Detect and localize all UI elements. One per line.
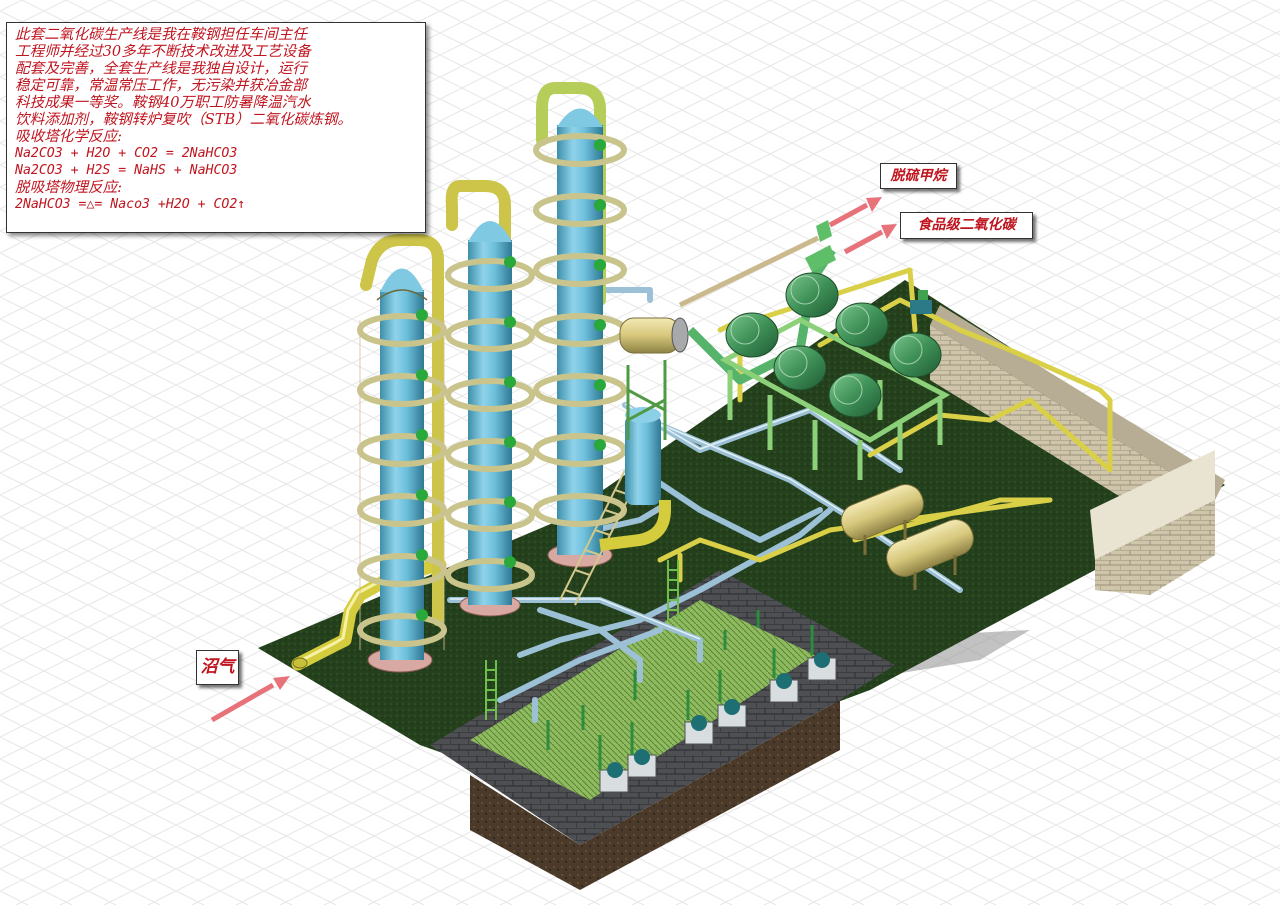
desorption-tower bbox=[533, 108, 627, 568]
absorption-tower-2 bbox=[445, 221, 535, 617]
tower-risers bbox=[360, 82, 606, 626]
methane-outlet-pipe bbox=[678, 235, 820, 308]
yellow-pipes bbox=[657, 267, 1113, 583]
description-line: 稳定可靠，常温常压工作，无污染并获冶金部 bbox=[15, 77, 307, 94]
pump-pit bbox=[430, 570, 895, 890]
ladders bbox=[485, 560, 679, 720]
reaction-equation: 2NaHCO3 =△= Naco3 +H2O + CO2↑ bbox=[15, 197, 246, 212]
flow-arrows bbox=[210, 197, 897, 723]
pumps bbox=[546, 610, 837, 793]
description-line: 工程师并经过30多年不断技术改进及工艺设备 bbox=[15, 43, 311, 60]
description-line: 饮料添加剂，鞍钢转炉复吹（STB）二氧化碳炼钢。 bbox=[15, 111, 352, 128]
biogas-label: 沼气 bbox=[196, 650, 239, 685]
storage-vessels bbox=[840, 484, 974, 590]
reaction-equation: Na2CO3 + H2O + CO2 = 2NaHCO3 bbox=[15, 146, 238, 161]
reboiler-vessel bbox=[599, 407, 671, 551]
biogas-arrow bbox=[210, 682, 275, 723]
inlet-flange bbox=[292, 657, 308, 669]
blue-pipes bbox=[447, 287, 963, 723]
methane-label: 脱硫甲烷 bbox=[880, 163, 957, 189]
co2-arrow bbox=[843, 229, 884, 255]
reaction-equation: Na2CO3 + H2S = NaHS + NaHCO3 bbox=[15, 163, 238, 178]
compressor-rack bbox=[719, 272, 951, 480]
description-line: 此套二氧化碳生产线是我在鞍钢担任车间主任 bbox=[15, 26, 307, 43]
desorption-heading: 脱吸塔物理反应: bbox=[15, 179, 123, 196]
description-line: 科技成果一等奖。鞍钢40万职工防暑降温汽水 bbox=[15, 94, 311, 111]
description-box: 此套二氧化碳生产线是我在鞍钢担任车间主任 工程师并经过30多年不断技术改进及工艺… bbox=[6, 22, 426, 233]
food-co2-label: 食品级二氧化碳 bbox=[900, 212, 1033, 239]
description-line: 配套及完善，全套生产线是我独自设计，运行 bbox=[15, 60, 307, 77]
heat-exchanger-stand bbox=[619, 317, 689, 440]
absorption-tower-1 bbox=[357, 268, 447, 673]
absorption-heading: 吸收塔化学反应: bbox=[15, 128, 123, 145]
methane-arrow bbox=[828, 202, 869, 228]
